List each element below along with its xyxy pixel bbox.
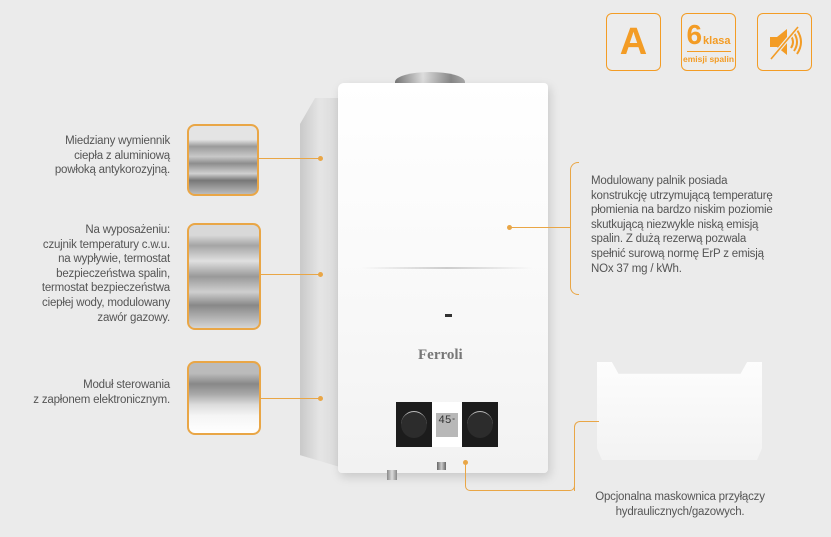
feature-line: NOx 37 mg / kWh. bbox=[591, 262, 682, 275]
connection-cover-image bbox=[597, 362, 762, 460]
lcd-temperature: 45 bbox=[438, 414, 452, 427]
emission-class-number: 6 bbox=[686, 18, 703, 50]
brand-logo: Ferroli bbox=[418, 347, 463, 363]
right-knob[interactable] bbox=[462, 402, 498, 447]
connector-line-3 bbox=[261, 398, 321, 399]
emission-class-word: klasa bbox=[703, 34, 731, 47]
feature-line: Modulowany palnik posiada bbox=[591, 175, 728, 187]
emission-class-badge: 6 klasa emisji spalin bbox=[681, 13, 736, 71]
feature-line: płomienia na bardzo niskim poziomie bbox=[591, 204, 773, 217]
boiler-image: Ferroli 45° bbox=[300, 70, 560, 480]
connector-dot-1 bbox=[318, 156, 323, 161]
feature-line: konstrukcję utrzymującą temperaturę bbox=[591, 189, 773, 202]
accessory-description: Opcjonalna maskownica przyłączy hydrauli… bbox=[580, 490, 780, 519]
connector-line-2 bbox=[261, 274, 321, 275]
accessory-line: hydraulicznych/gazowych. bbox=[615, 505, 745, 518]
left-knob[interactable] bbox=[396, 402, 432, 447]
feature-line: skutkującą niezwykle niską emisją bbox=[591, 218, 759, 231]
feature-line: spełnić surową normę ErP z emisją bbox=[591, 247, 764, 260]
feature-heat-exchanger: Miedziany wymiennik ciepła z aluminiową … bbox=[0, 134, 170, 178]
pipe-middle bbox=[437, 462, 446, 470]
connector-line-4 bbox=[510, 227, 570, 228]
feature-line: zawór gazowy. bbox=[97, 311, 170, 324]
lcd-unit: ° bbox=[451, 417, 456, 426]
speaker-muted-icon bbox=[768, 25, 802, 61]
lcd-display: 45° bbox=[432, 402, 462, 447]
heat-exchanger-thumbnail bbox=[187, 124, 259, 196]
energy-class-badge: A bbox=[606, 13, 661, 71]
feature-line: termostat bezpieczeństwa bbox=[41, 282, 170, 295]
connector-dot-3 bbox=[318, 396, 323, 401]
feature-line: na wypływie, termostat bbox=[58, 253, 170, 266]
feature-line: ciepła z aluminiową bbox=[74, 149, 170, 162]
pipe-left bbox=[387, 470, 397, 480]
bracket-right bbox=[570, 162, 579, 295]
flame-window bbox=[445, 314, 452, 317]
feature-line: spalin. Z dużą rezerwą pozwala bbox=[591, 233, 747, 246]
boiler-seam bbox=[362, 267, 532, 269]
feature-equipment: Na wyposażeniu: czujnik temperatury c.w.… bbox=[0, 223, 170, 325]
connector-dot-2 bbox=[318, 272, 323, 277]
feature-line: bezpieczeństwa spalin, bbox=[56, 267, 170, 280]
connector-dot-4 bbox=[507, 225, 512, 230]
emission-class-subtitle: emisji spalin bbox=[682, 53, 735, 64]
connector-line-5b bbox=[574, 421, 599, 491]
feature-line: powłoką antykorozyjną. bbox=[54, 164, 170, 177]
feature-burner: Modulowany palnik posiada konstrukcję ut… bbox=[591, 174, 821, 276]
feature-line: z zapłonem elektronicznym. bbox=[33, 393, 170, 406]
control-panel: 45° bbox=[396, 402, 498, 447]
control-module-thumbnail bbox=[187, 361, 261, 435]
feature-line: czujnik temperatury c.w.u. bbox=[42, 238, 170, 251]
equipment-thumbnail bbox=[187, 223, 261, 330]
connector-line-1 bbox=[259, 158, 321, 159]
accessory-line: Opcjonalna maskownica przyłączy bbox=[595, 491, 765, 503]
feature-line: ciepłej wody, modulowany bbox=[42, 296, 170, 309]
energy-class-letter: A bbox=[619, 20, 648, 63]
feature-control-module: Moduł sterowania z zapłonem elektroniczn… bbox=[0, 378, 170, 407]
feature-line: Miedziany wymiennik bbox=[65, 135, 170, 147]
feature-line: Moduł sterowania bbox=[83, 379, 170, 391]
feature-line: Na wyposażeniu: bbox=[85, 224, 170, 236]
silent-operation-badge bbox=[757, 13, 812, 71]
